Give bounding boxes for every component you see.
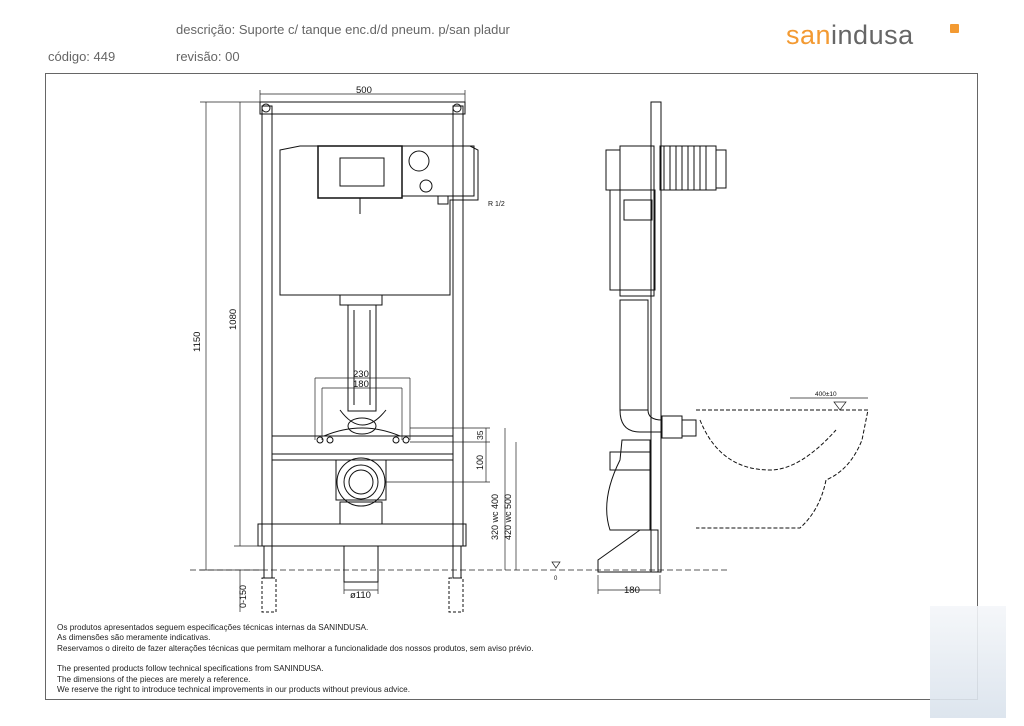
note-en-3: We reserve the right to introduce techni…	[57, 685, 410, 695]
dim-level-400: 400±10	[815, 391, 837, 398]
side-frame	[605, 101, 727, 573]
dim-height-total: 1150	[192, 332, 203, 352]
logo-badge-icon	[950, 24, 959, 33]
dim-230: 230	[353, 369, 369, 380]
revision-text: revisão: 00	[176, 49, 240, 64]
code-text: código: 449	[48, 49, 116, 64]
dim-100: 100	[475, 455, 485, 470]
dim-height-frame: 1080	[228, 309, 239, 330]
note-pt-1: Os produtos apresentados seguem especifi…	[57, 623, 369, 632]
drawing-frame	[45, 73, 978, 700]
note-en-1: The presented products follow technical …	[57, 664, 324, 674]
note-pt-2: As dimensões são meramente indicativas.	[57, 633, 211, 643]
note-en-2: The dimensions of the pieces are merely …	[57, 674, 251, 684]
dim-pipe-diameter: ø110	[350, 590, 371, 601]
dim-adjust: 0-150	[238, 585, 248, 608]
sanindusa-logo: sanindusa	[786, 20, 914, 50]
side-pipe	[597, 299, 697, 573]
dim-wc500: 420 wc 500	[503, 494, 513, 540]
flush-pipe-front	[316, 304, 410, 444]
cistern-front	[279, 145, 479, 306]
dim-depth: 180	[624, 585, 640, 596]
dim-35: 35	[475, 430, 485, 440]
note-pt-3: Reservamos o direito de fazer alterações…	[57, 643, 534, 653]
dim-180: 180	[353, 379, 369, 390]
dim-thread: R 1/2	[488, 201, 505, 208]
waste-outlet-front	[335, 457, 387, 583]
wc-bowl-side	[696, 409, 869, 529]
description-text: descrição: Suporte c/ tanque enc.d/d pne…	[176, 22, 510, 37]
dim-wc400: 320 wc 400	[490, 494, 500, 540]
dim-width-top: 500	[356, 85, 372, 96]
front-frame	[257, 101, 467, 613]
notes-block: Os produtos apresentados seguem especifi…	[57, 623, 533, 695]
watermark-graphic	[930, 606, 1006, 718]
dim-zero: 0	[554, 576, 558, 582]
